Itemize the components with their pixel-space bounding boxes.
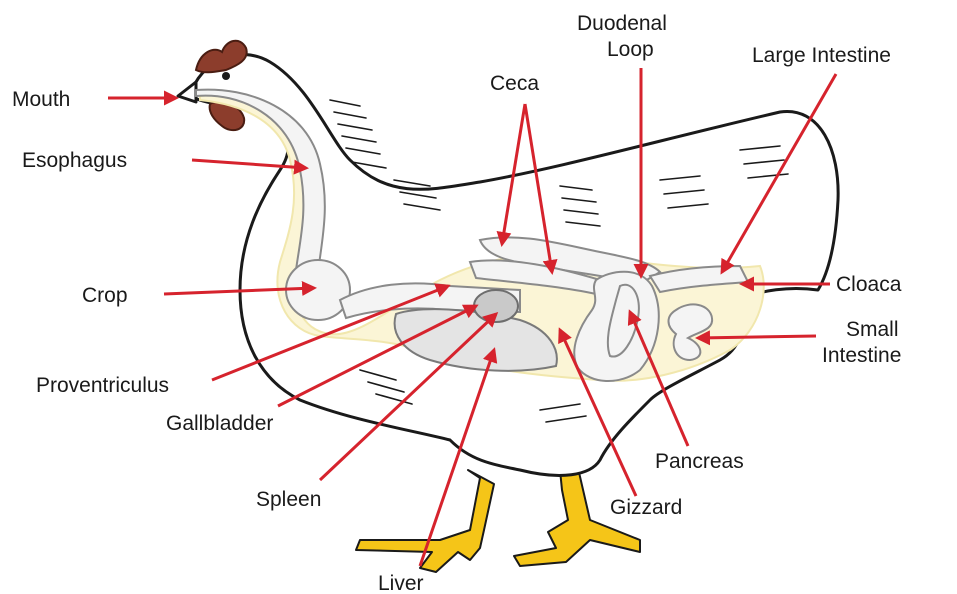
label-mouth: Mouth <box>12 88 70 111</box>
label-pancreas: Pancreas <box>655 450 744 473</box>
arrow-small-intestine <box>698 336 816 338</box>
label-large-intestine: Large Intestine <box>752 44 891 67</box>
chicken-beak <box>178 82 196 102</box>
label-duodenal-loop-line2: Loop <box>607 38 654 61</box>
label-cloaca: Cloaca <box>836 273 902 296</box>
label-spleen: Spleen <box>256 488 321 511</box>
gizzard-organ <box>474 290 518 322</box>
chicken-eye <box>222 72 230 80</box>
label-proventriculus: Proventriculus <box>36 374 169 397</box>
label-small-intestine-line1: Small <box>846 318 899 341</box>
label-esophagus: Esophagus <box>22 149 127 172</box>
label-gizzard: Gizzard <box>610 496 682 519</box>
label-duodenal-loop-line1: Duodenal <box>577 12 667 35</box>
label-crop: Crop <box>82 284 128 307</box>
label-small-intestine-line2: Intestine <box>822 344 901 367</box>
label-liver: Liver <box>378 572 424 594</box>
label-gallbladder: Gallbladder <box>166 412 273 435</box>
chicken-legs <box>356 468 640 572</box>
label-ceca: Ceca <box>490 72 539 95</box>
